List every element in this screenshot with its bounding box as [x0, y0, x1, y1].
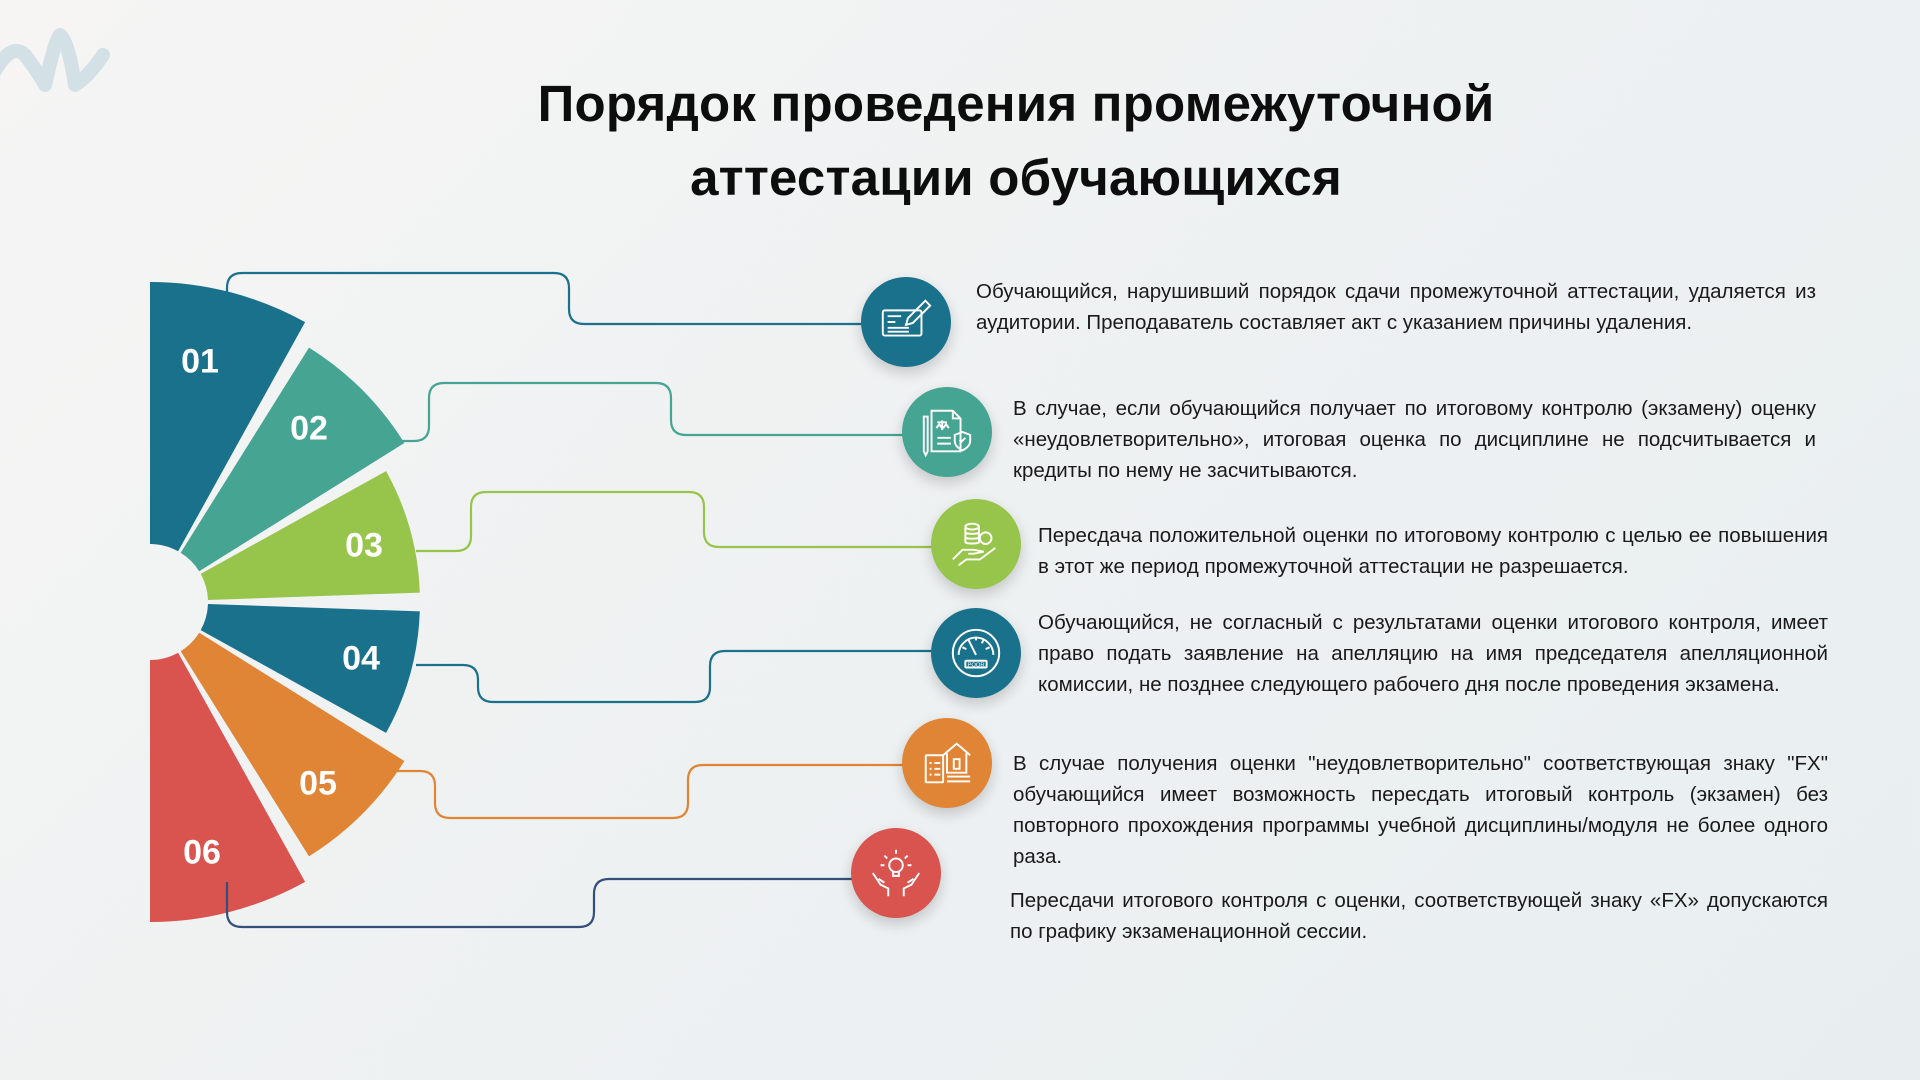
step-1-badge — [861, 277, 951, 367]
connector-03 — [416, 490, 937, 553]
step-2-badge — [902, 387, 992, 477]
fan-segment-04 — [200, 604, 420, 733]
fan-segment-05 — [180, 632, 405, 857]
page-title-line-1: Порядок проведения промежуточной — [537, 75, 1495, 132]
fan-segment-02 — [180, 347, 405, 572]
fan-segment-06 — [150, 652, 306, 923]
step-4-text: Обучающийся, не согласный с результатами… — [1038, 611, 1828, 696]
connector-04 — [416, 649, 937, 704]
connector-06 — [225, 877, 857, 929]
page-title-line-2: аттестации обучающихся — [690, 149, 1342, 206]
poor-rating-gauge-icon: POOR — [951, 628, 1001, 678]
segment-label-01: 01 — [181, 342, 219, 381]
step-6-text: Пересдачи итогового контроля с оценки, с… — [1010, 889, 1828, 943]
step-6-badge — [851, 828, 941, 918]
connectors — [225, 271, 937, 929]
step-5-badge — [902, 718, 992, 808]
segment-label-04: 04 — [342, 639, 380, 678]
step-3-text: Пересдача положительной оценки по итогов… — [1038, 524, 1828, 578]
fan-segment-01 — [150, 282, 306, 552]
segment-label-03: 03 — [345, 526, 383, 565]
hand-coins-icon — [952, 522, 996, 567]
step-3-badge — [931, 499, 1021, 589]
connector-02 — [392, 381, 906, 443]
gauge-label: POOR — [967, 663, 984, 669]
segment-label-05: 05 — [299, 764, 337, 803]
connector-01 — [225, 271, 863, 326]
connector-05 — [392, 763, 906, 820]
decorative-squiggle — [0, 28, 110, 92]
house-checklist-icon — [924, 742, 971, 784]
fan-segments — [150, 282, 420, 923]
step-5-text: В случае получения оценки "неудовлетвори… — [1013, 752, 1828, 868]
step-1-text: Обучающийся, нарушивший порядок сдачи пр… — [976, 280, 1816, 334]
signed-document-icon — [881, 299, 932, 337]
segment-label-02: 02 — [290, 409, 328, 448]
hands-lightbulb-icon — [871, 849, 921, 897]
step-2-text: В случае, если обучающийся получает по и… — [1013, 397, 1816, 482]
segment-label-06: 06 — [183, 833, 221, 872]
step-4-badge: POOR — [931, 608, 1021, 698]
legal-document-shield-icon — [922, 409, 972, 458]
fan-segment-03 — [200, 471, 420, 600]
